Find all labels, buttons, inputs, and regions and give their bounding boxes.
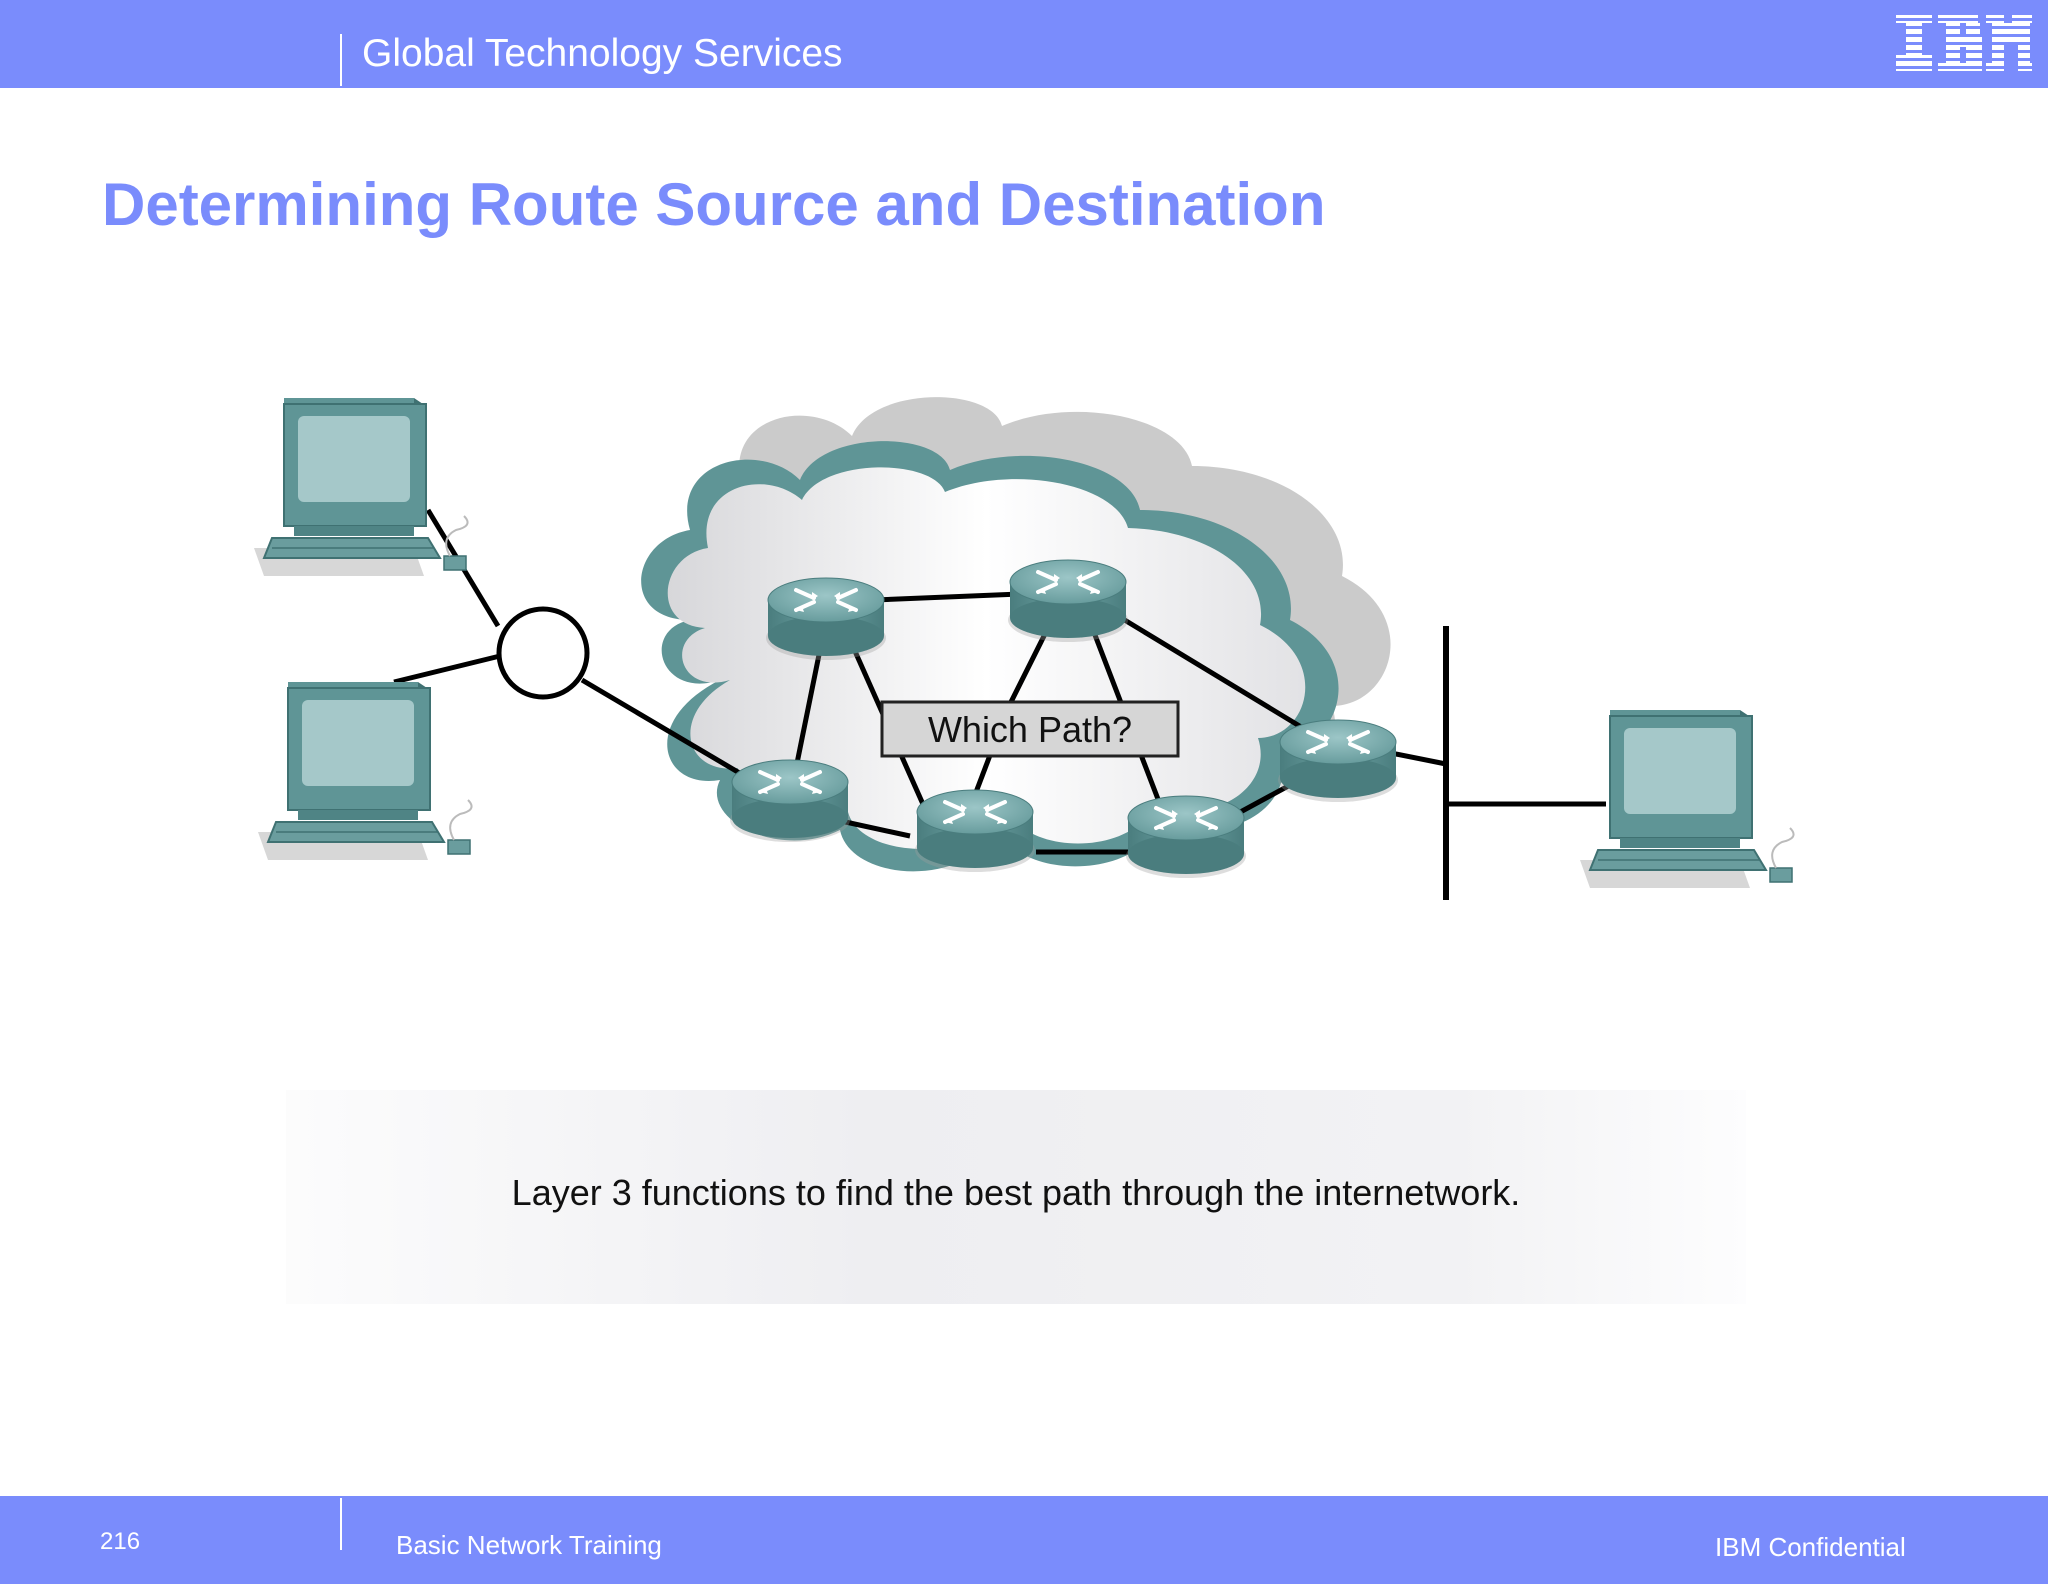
footer-divider (340, 1498, 342, 1550)
computer-icon-bottom-left (257, 681, 473, 861)
header-title: Global Technology Services (362, 32, 843, 75)
which-path-text: Which Path? (928, 709, 1132, 750)
router-icon-top-center (1006, 558, 1130, 644)
which-path-label: Which Path? (880, 700, 1180, 758)
computer-icon-right (1579, 709, 1795, 889)
header-divider (340, 34, 342, 86)
router-icon-bottom-center (913, 788, 1037, 874)
footer-confidential: IBM Confidential (1715, 1532, 1906, 1562)
router-icon-right (1276, 718, 1400, 804)
router-icon-top-left (764, 576, 888, 662)
router-icon-left (728, 758, 852, 844)
header-bar: Global Technology Services (0, 0, 2048, 88)
caption-box: Layer 3 functions to find the best path … (286, 1090, 1746, 1304)
diagram-caption: Layer 3 functions to find the best path … (511, 1172, 1521, 1213)
footer-course-name: Basic Network Training (396, 1530, 662, 1560)
slide-title: Determining Route Source and Destination (102, 171, 1326, 238)
router-icon-bottom-right (1124, 794, 1248, 880)
hub-icon (496, 606, 590, 700)
network-diagram: Which Path? (253, 397, 1795, 900)
footer-bar: 216 Basic Network Training IBM Confident… (0, 1496, 2048, 1584)
ibm-logo-icon (1896, 15, 2032, 71)
page-number: 216 (100, 1528, 141, 1555)
computer-icon-top-left (253, 397, 469, 577)
